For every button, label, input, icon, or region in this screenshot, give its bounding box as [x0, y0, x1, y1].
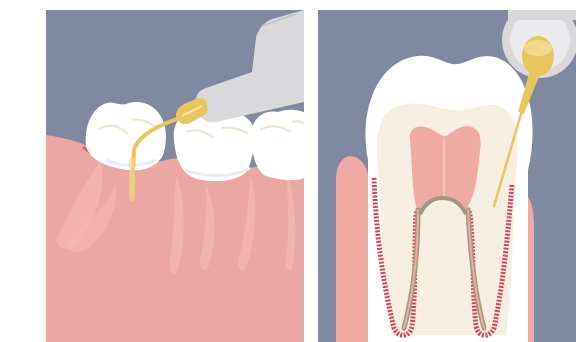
gum-left	[336, 156, 370, 342]
scaling-panel	[46, 10, 304, 342]
endodontic-panel	[318, 10, 576, 342]
endo-handpiece-top	[508, 10, 576, 20]
scaling-illustration	[46, 10, 304, 342]
root-canal-illustration	[318, 10, 576, 342]
endo-tip-head-highlight	[524, 40, 552, 56]
